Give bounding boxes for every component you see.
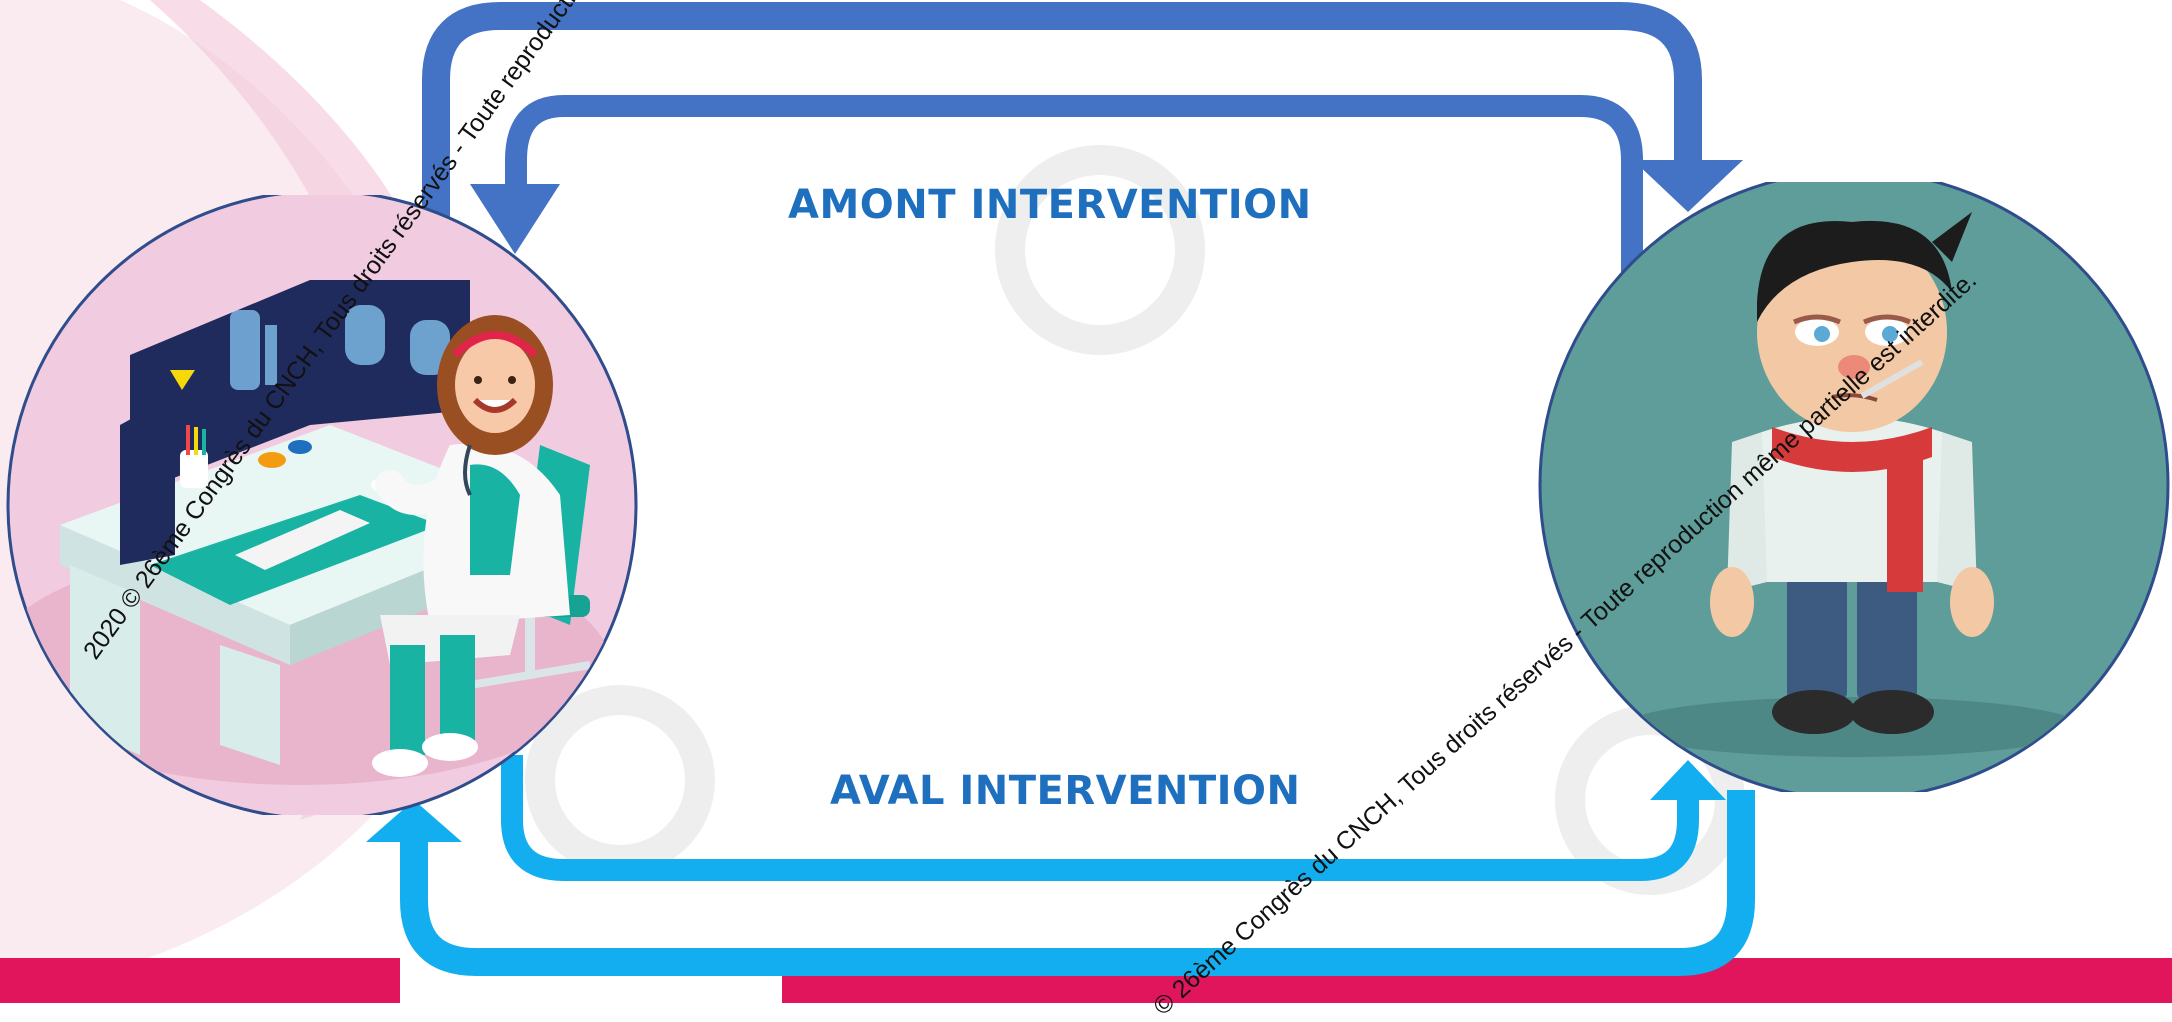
arrowhead-right-down — [1633, 160, 1743, 212]
downstream-outer-loop — [400, 790, 1755, 976]
downstream-inner-loop — [501, 755, 1699, 881]
patient-illustration-icon — [1538, 182, 2170, 792]
accent-bar-left — [0, 958, 400, 1003]
arrowhead-left-up — [366, 800, 462, 842]
doctor-illustration-icon — [6, 195, 638, 815]
upstream-intervention-label: AMONT INTERVENTION — [788, 182, 1312, 228]
arrowhead-right-up — [1650, 760, 1726, 800]
upstream-inner-loop — [505, 95, 1643, 272]
upstream-outer-loop — [422, 2, 1702, 230]
arrowhead-left-down — [470, 184, 560, 254]
downstream-intervention-label: AVAL INTERVENTION — [830, 768, 1301, 814]
